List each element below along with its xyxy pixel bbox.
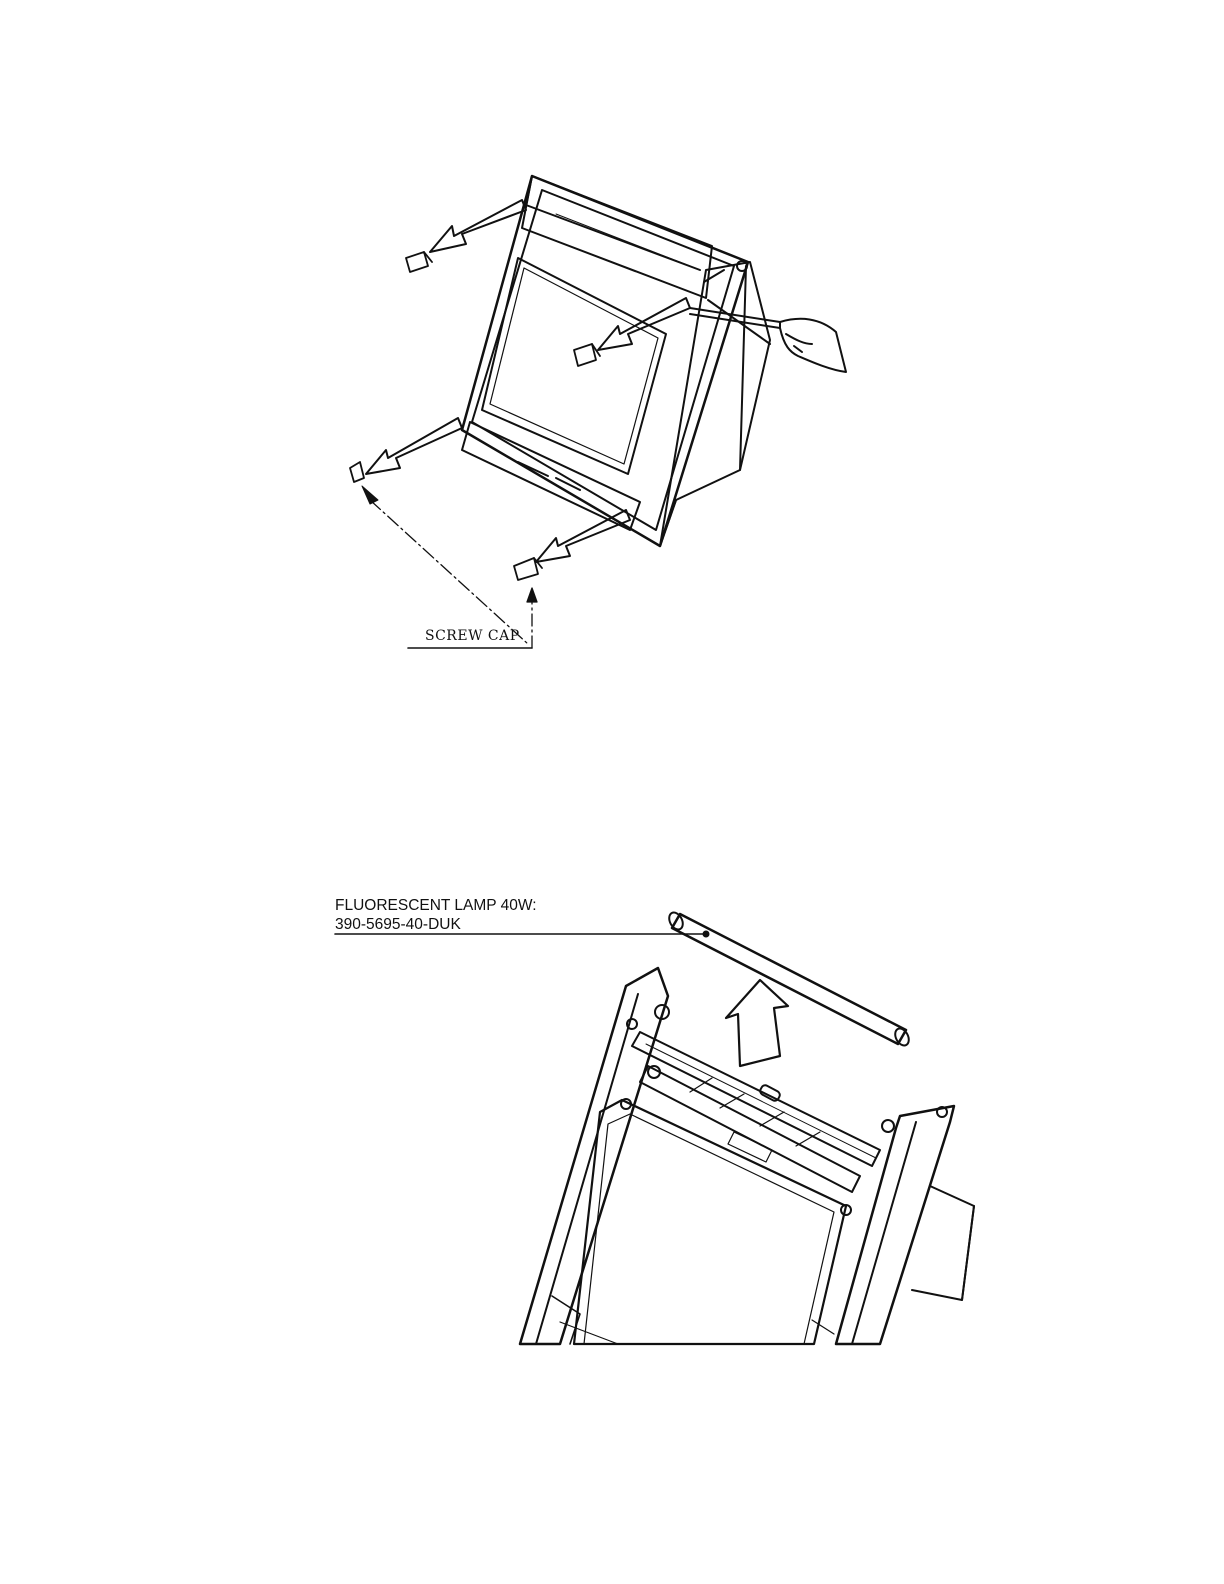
lift-arrow <box>726 980 788 1066</box>
lamp-callout-line2: 390-5695-40-DUK <box>335 915 537 934</box>
fluorescent-tube <box>666 910 911 1048</box>
lamp-callout-line1: FLUORESCENT LAMP 40W: <box>335 896 537 915</box>
lamp-housing <box>520 968 974 1344</box>
lamp-part-callout: FLUORESCENT LAMP 40W: 390-5695-40-DUK <box>335 896 537 934</box>
